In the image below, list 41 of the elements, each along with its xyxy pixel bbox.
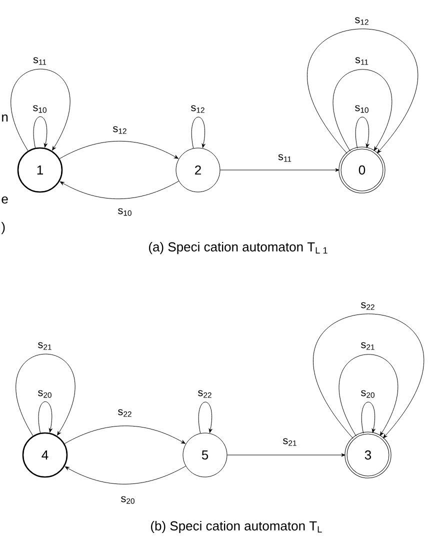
arrow [10, 68, 70, 152]
edge-label: s$_{20}$ [36, 389, 54, 399]
text-fragment: e [2, 196, 8, 204]
text-fragment: ) [1, 222, 5, 234]
arrow [64, 466, 186, 484]
edge-label: s$_{10}$ [354, 104, 370, 114]
arrow [361, 402, 376, 434]
edge-label: s$_{22}$ [116, 408, 134, 418]
edge-label: s$_{20}$ [360, 389, 376, 399]
arrow [314, 314, 424, 439]
edge-label: s$_{20}$ [120, 495, 136, 505]
edge-label: s$_{21}$ [360, 341, 376, 351]
arrow [220, 168, 340, 172]
edge-label: s$_{12}$ [112, 125, 128, 135]
caption: (a) Speci cation automaton T$_{L 1}$ [149, 242, 328, 254]
arrow [191, 116, 206, 148]
arrow [227, 453, 346, 457]
edge-label: s$_{10}$ [32, 104, 48, 114]
arrow [60, 180, 179, 200]
arrow [355, 116, 370, 148]
edge-label: s$_{11}$ [32, 56, 48, 66]
edge-label: s$_{10}$ [116, 207, 134, 217]
arrow [338, 354, 398, 436]
edge-label: s$_{21}$ [282, 437, 298, 447]
edge-label: s$_{22}$ [196, 389, 214, 399]
edge-label: s$_{11}$ [277, 153, 293, 163]
arrow [59, 140, 178, 159]
text-fragment: n [2, 114, 8, 122]
arrow [33, 116, 48, 148]
edge-label: s$_{11}$ [354, 56, 370, 66]
arrow [332, 69, 392, 152]
arrow [16, 354, 76, 436]
arrow [38, 401, 52, 434]
caption: (b) Speci cation automaton T$_{L}$ [151, 520, 322, 534]
edge-label: s$_{22}$ [360, 301, 376, 311]
arrow [198, 402, 212, 434]
edge-label: s$_{12}$ [354, 16, 370, 26]
arrow [308, 28, 418, 154]
edge-label: s$_{21}$ [36, 341, 54, 351]
edge-label: s$_{12}$ [190, 104, 206, 114]
arrow [64, 426, 186, 444]
